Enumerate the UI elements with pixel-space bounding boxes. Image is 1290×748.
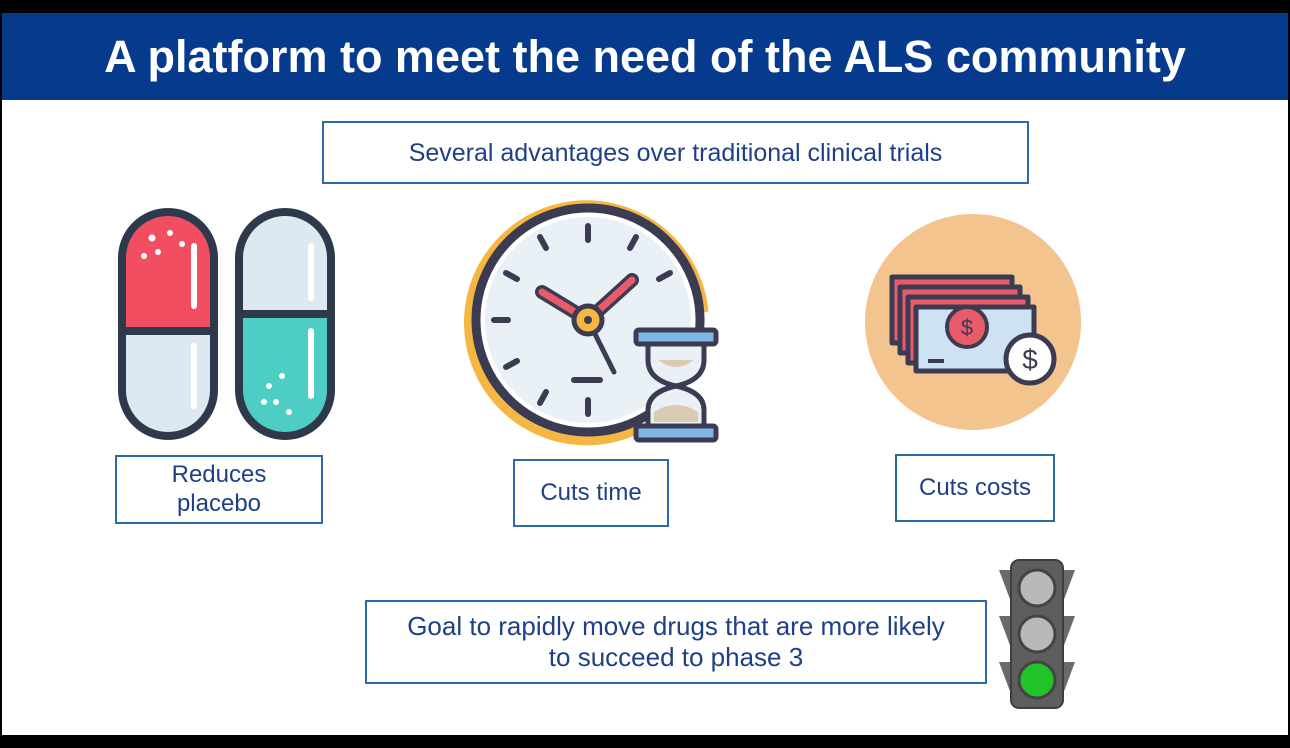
svg-text:$: $	[1022, 344, 1038, 375]
cuts-time-box: Cuts time	[513, 459, 669, 527]
money-icon: $ $	[865, 214, 1081, 430]
svg-text:$: $	[961, 315, 973, 340]
cuts-costs-box: Cuts costs	[895, 454, 1055, 522]
traffic-light-icon	[999, 559, 1075, 709]
title-bar	[2, 13, 1288, 100]
clock-hourglass-icon	[464, 200, 719, 446]
capsules-icon	[118, 208, 335, 440]
slide-title: A platform to meet the need of the ALS c…	[104, 30, 1186, 82]
subtitle-box: Several advantages over traditional clin…	[322, 121, 1029, 184]
reduces-placebo-box: Reduces placebo	[115, 455, 323, 524]
goal-box: Goal to rapidly move drugs that are more…	[365, 600, 987, 684]
slide: A platform to meet the need of the ALS c…	[2, 13, 1288, 735]
